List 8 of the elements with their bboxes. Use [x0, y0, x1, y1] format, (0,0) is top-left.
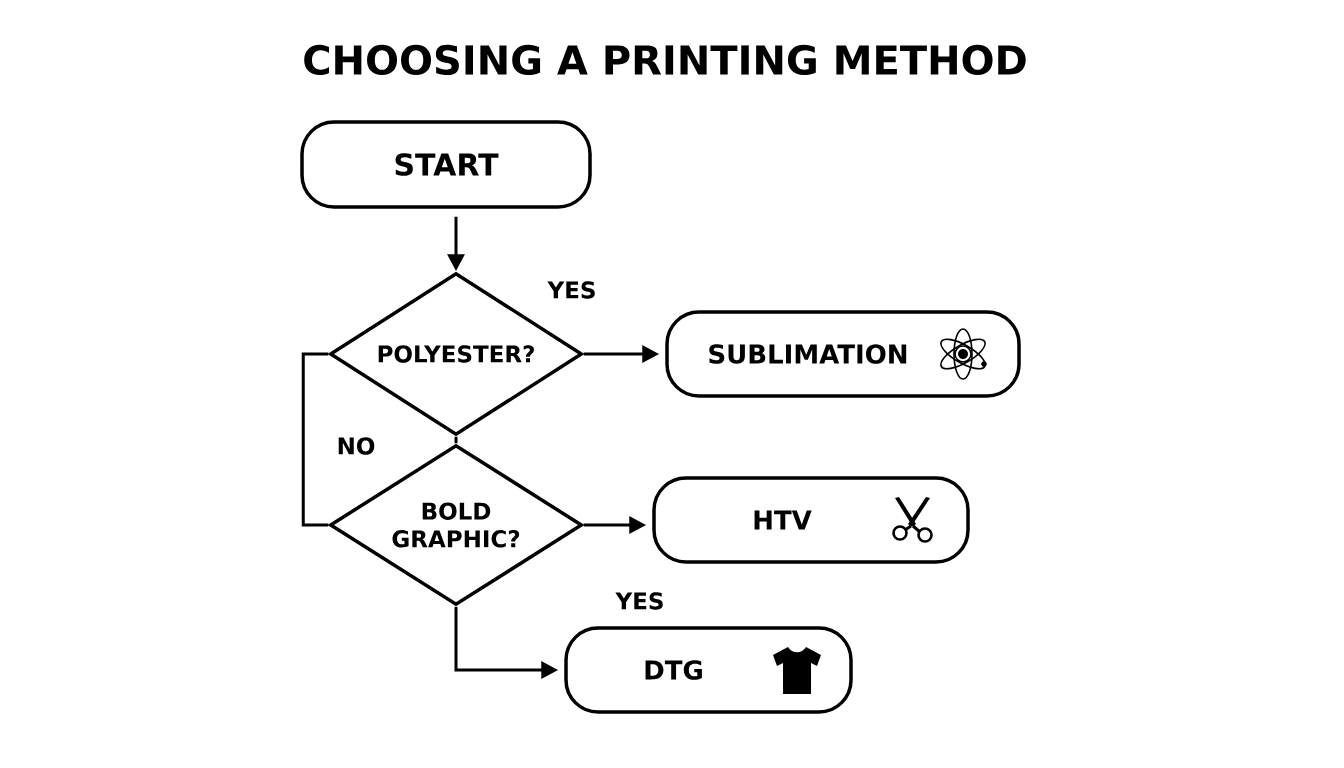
result-box: SUBLIMATION: [665, 310, 1021, 398]
edge-label: YES: [613, 590, 667, 612]
connector-line: [454, 436, 458, 444]
result-box: DTG: [564, 626, 853, 714]
title: CHOOSING A PRINTING METHOD: [304, 44, 1026, 76]
connector-line: [301, 352, 329, 527]
start-box: START: [300, 120, 592, 209]
result-box: HTV: [652, 476, 970, 564]
